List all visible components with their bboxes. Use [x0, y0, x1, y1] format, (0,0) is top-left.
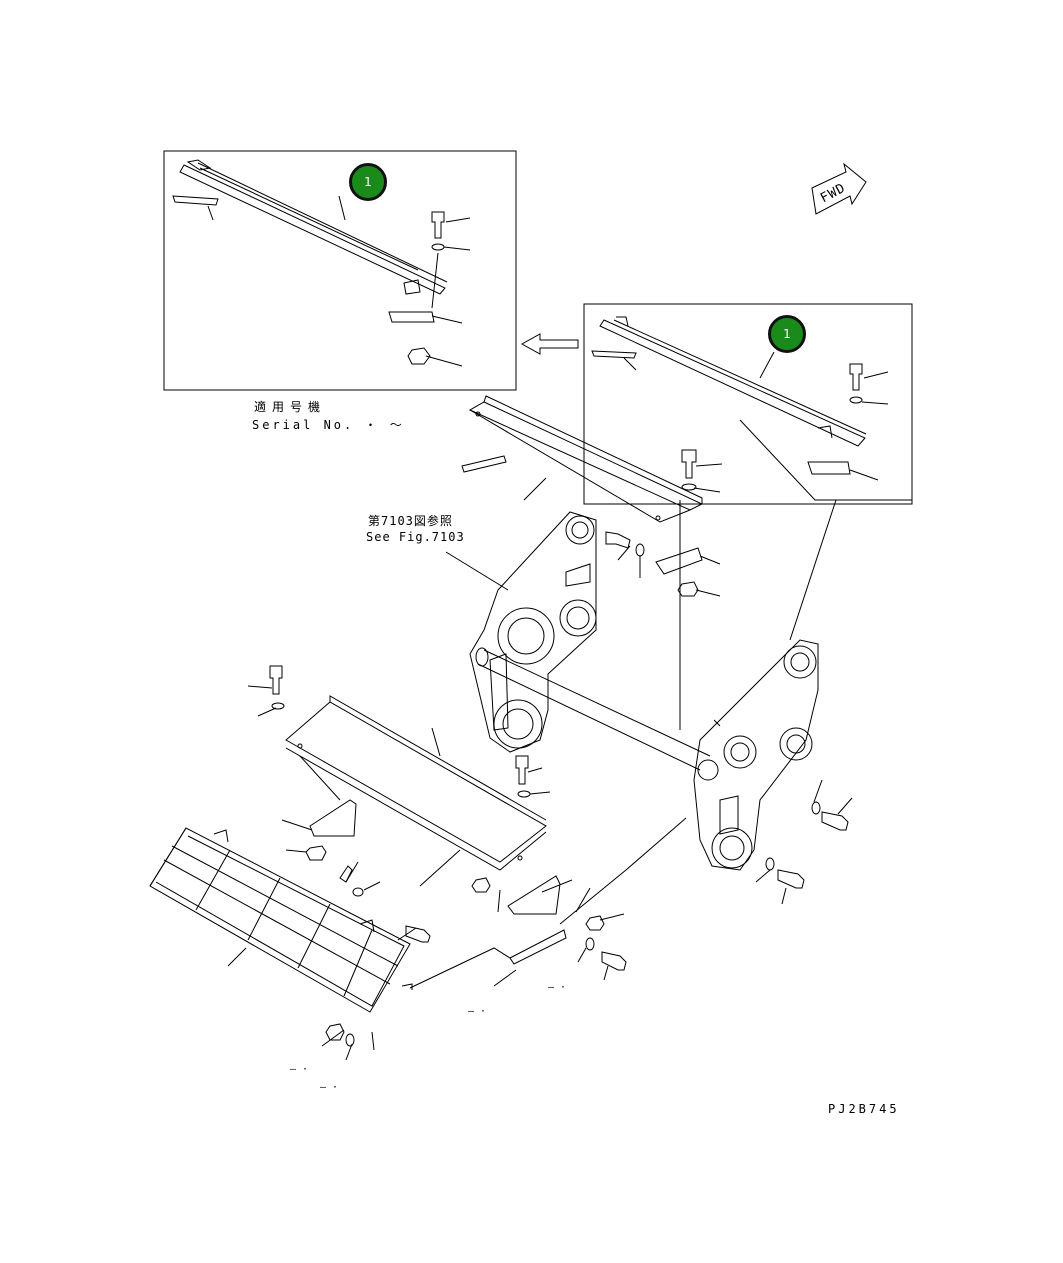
right-leaders: [559, 719, 853, 925]
inset-right-bracket: [591, 350, 637, 359]
upper-leaders: [445, 463, 837, 730]
lower-cover-plate: [285, 695, 547, 871]
lower-nut-right: [471, 877, 491, 893]
drawing-code: PJ2B745: [828, 1102, 900, 1116]
guard-washer-bottom: [345, 1033, 355, 1047]
lower-washer-top: [271, 702, 285, 710]
guard-pin: [339, 865, 353, 883]
fwd-arrow-icon: [811, 162, 867, 215]
upper-washer: [681, 483, 697, 491]
inset-note-jp: 適用号機: [254, 400, 327, 414]
callout-badge-upper-left[interactable]: 1: [349, 163, 387, 201]
cross-shaft: [475, 647, 711, 771]
lower-leaders: [247, 685, 591, 913]
lower-bolt-top: [269, 665, 283, 695]
stay-nut: [585, 915, 605, 931]
inset-left-leaders: [207, 195, 471, 367]
right-bolt-1: [821, 811, 849, 831]
inset-left-washer: [431, 243, 445, 251]
upper-clip: [655, 547, 703, 575]
guard-assembly: [149, 827, 413, 1013]
inset-left-bracket: [172, 195, 219, 206]
upper-bracket-small: [461, 455, 507, 473]
inset-right-channel: [599, 316, 867, 447]
stay-bolt: [601, 951, 627, 971]
inset-box-left: [163, 150, 517, 391]
inset-box-right: [583, 303, 913, 505]
dash-mark-2: — ·: [468, 1006, 487, 1017]
side-bolt-upper: [605, 531, 631, 549]
inset-right-washer: [849, 396, 863, 404]
lower-bracket-right: [507, 875, 561, 915]
right-washer-1: [811, 801, 821, 815]
lower-nut-left: [305, 845, 327, 861]
dash-mark-1: — ·: [548, 982, 567, 993]
inset-note-serial: Serial No. ・ ～: [252, 418, 405, 432]
side-washer-upper: [635, 543, 645, 557]
guard-stay: [509, 929, 567, 965]
left-frame: [469, 511, 597, 753]
guard-leaders: [227, 861, 625, 1061]
inset-left-channel: [179, 159, 448, 295]
inset-right-clip: [807, 461, 851, 475]
lower-washer-mid: [517, 790, 531, 798]
guard-bolt: [405, 925, 431, 943]
inset-right-leaders: [623, 351, 912, 501]
lower-bolt-mid: [515, 755, 529, 785]
stay-washer: [585, 937, 595, 951]
upper-bolt: [681, 449, 697, 479]
left-arrow-icon: [520, 333, 579, 355]
see-fig-jp: 第7103図参照: [368, 514, 453, 528]
guard-washer: [352, 887, 364, 897]
dash-mark-4: — ·: [320, 1082, 339, 1093]
dash-mark-3: — ·: [290, 1064, 309, 1075]
inset-left-bolt: [431, 211, 445, 239]
lower-bracket-left: [309, 799, 357, 837]
callout-badge-upper-right[interactable]: 1: [768, 315, 806, 353]
guard-nut: [325, 1023, 345, 1041]
inset-left-clip: [388, 311, 435, 323]
right-frame: [693, 639, 819, 871]
right-bolt-2: [777, 869, 805, 889]
upper-nut: [677, 581, 699, 597]
right-washer-2: [765, 857, 775, 871]
inset-left-nut: [407, 347, 431, 365]
see-fig-en: See Fig.7103: [366, 530, 465, 544]
inset-right-bolt: [849, 363, 863, 391]
